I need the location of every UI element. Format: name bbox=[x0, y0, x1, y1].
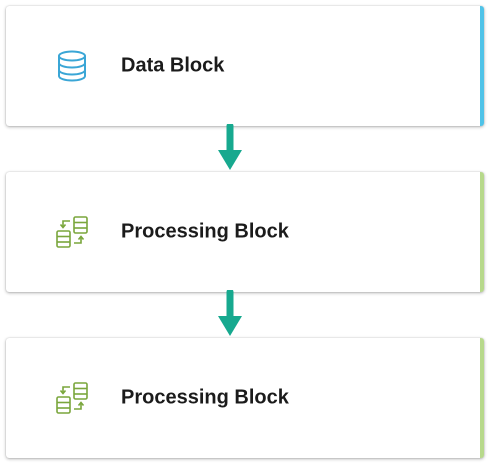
processing-block[interactable]: Processing Block bbox=[6, 172, 484, 292]
database-icon bbox=[52, 46, 92, 86]
block-accent-bar bbox=[480, 338, 484, 458]
down-arrow-icon bbox=[218, 290, 242, 336]
block-title: Data Block bbox=[121, 54, 225, 77]
block-accent-bar bbox=[480, 172, 484, 292]
processing-block[interactable]: Processing Block bbox=[6, 338, 484, 458]
processing-icon bbox=[52, 378, 92, 418]
down-arrow-icon bbox=[218, 124, 242, 170]
processing-icon bbox=[52, 212, 92, 252]
block-title: Processing Block bbox=[121, 220, 289, 243]
data-block[interactable]: Data Block bbox=[6, 6, 484, 126]
block-title: Processing Block bbox=[121, 386, 289, 409]
block-accent-bar bbox=[480, 6, 484, 126]
